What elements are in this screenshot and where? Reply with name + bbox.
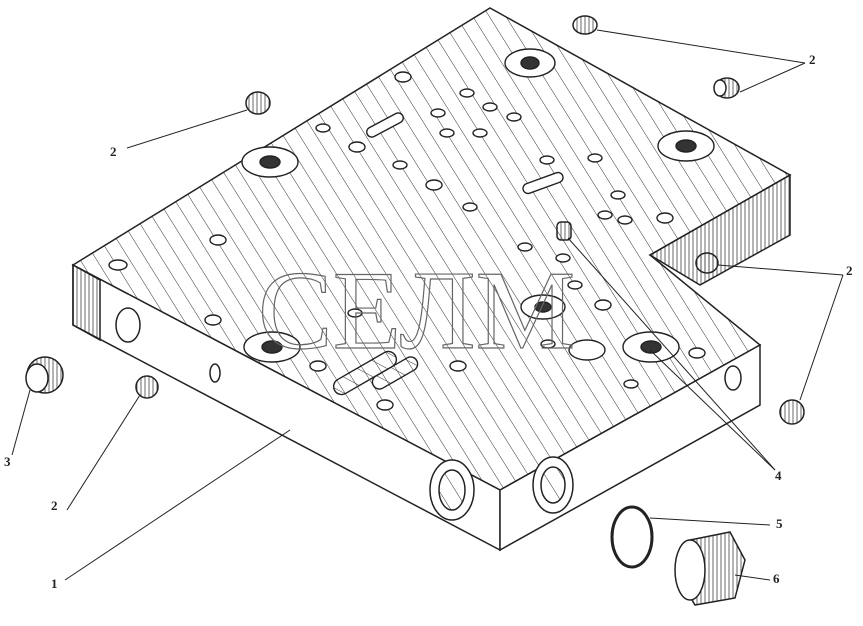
port	[115, 307, 141, 343]
plug-2-notch	[695, 252, 719, 274]
plug-2-right-top	[713, 77, 740, 99]
holes	[108, 48, 715, 411]
valve-plate	[71, 7, 792, 552]
port	[209, 363, 221, 383]
plate-left-end-hatch	[72, 263, 101, 342]
callout-1: 1	[51, 576, 58, 591]
plug-2-left	[135, 375, 159, 399]
port	[724, 365, 742, 391]
plug-4	[556, 221, 572, 241]
plug-2-top	[572, 15, 598, 35]
callout-2: 2	[809, 52, 816, 67]
plug-2-left-top	[245, 91, 271, 115]
plug-3	[25, 356, 64, 394]
plug-6	[674, 531, 746, 606]
callout-3: 3	[4, 454, 11, 469]
callout-4: 4	[775, 468, 782, 483]
callout-6: 6	[773, 571, 780, 586]
callout-2: 2	[846, 263, 853, 278]
plugs	[25, 15, 805, 606]
callout-2: 2	[110, 144, 117, 159]
callout-5: 5	[776, 516, 783, 531]
watermark: СЕЛМ	[258, 249, 575, 373]
plug-2-right	[779, 399, 805, 425]
seal-ring-5	[610, 505, 654, 569]
plate-back-face	[648, 173, 791, 286]
callout-2: 2	[51, 498, 58, 513]
leader-lines	[11, 29, 844, 581]
callout-labels: 2 2 2 2 3 1 4 5 6	[4, 52, 853, 591]
ports	[115, 307, 742, 521]
